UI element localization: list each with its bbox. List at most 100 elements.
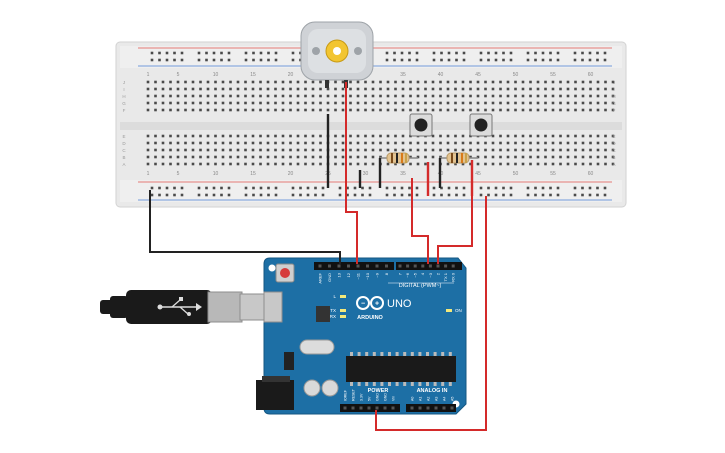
- digital-pin-label: ~10: [365, 272, 370, 280]
- column-label: 60: [588, 72, 594, 78]
- column-label: 10: [213, 171, 219, 177]
- resistor-2[interactable]: [440, 152, 478, 164]
- row-label: G: [122, 101, 126, 106]
- digital-pin-label: 2: [435, 272, 440, 275]
- svg-text:+: +: [375, 301, 379, 308]
- column-label: 55: [550, 72, 556, 78]
- wire-red-button-1[interactable]: [411, 178, 429, 264]
- analog-pin-label: A4: [442, 397, 446, 401]
- row-label: D: [612, 141, 616, 146]
- power-header-label: POWER: [368, 388, 389, 394]
- arduino-model-label: UNO: [387, 298, 412, 310]
- breadboard-jumpers[interactable]: [326, 114, 474, 196]
- column-label: 30: [363, 171, 369, 177]
- column-label: 20: [288, 171, 294, 177]
- row-label: H: [612, 94, 615, 99]
- wire-black-ground[interactable]: [149, 190, 341, 264]
- analog-header-label: ANALOG IN: [417, 388, 448, 394]
- wire-red-5v[interactable]: [375, 196, 487, 431]
- digital-pin-label: GND: [327, 273, 332, 282]
- push-button-2[interactable]: [469, 113, 493, 137]
- row-label: A: [612, 162, 615, 167]
- column-label: 55: [550, 171, 556, 177]
- digital-pin-label: 7: [397, 272, 402, 275]
- status-leds: L TX RX ON: [330, 294, 462, 319]
- digital-pin-label: ~6: [405, 272, 410, 277]
- power-pin-label: 3.3V: [359, 393, 363, 401]
- digital-pin-label: ~11: [355, 272, 360, 279]
- power-jack[interactable]: [256, 376, 294, 410]
- column-label: 35: [400, 72, 406, 78]
- breadboard[interactable]: 151015202530354045505560 151015202530354…: [115, 41, 627, 208]
- power-pin-label: Vin: [391, 396, 395, 401]
- row-label: B: [612, 155, 615, 160]
- arduino-logo: − +: [356, 296, 384, 310]
- row-label: G: [612, 101, 616, 106]
- atmega-chip: [346, 352, 456, 386]
- column-label: 5: [177, 171, 180, 177]
- usb-icon: [157, 297, 202, 316]
- analog-pin-label: A5: [450, 397, 454, 401]
- column-label: 40: [438, 72, 444, 78]
- analog-pin-label: A1: [418, 397, 422, 401]
- column-labels-top: 151015202530354045505560: [147, 72, 594, 78]
- digital-pin-label: TX 1: [443, 272, 448, 281]
- bottom-power-rail: [138, 181, 612, 201]
- analog-header[interactable]: [406, 404, 456, 412]
- digital-pin-label: ~3: [428, 272, 433, 277]
- row-label: H: [122, 94, 125, 99]
- digital-pin-label: 12: [346, 272, 351, 277]
- analog-pin-label: A3: [434, 397, 438, 401]
- digital-header-label: DIGITAL (PWM~): [399, 283, 442, 289]
- column-label: 45: [475, 171, 481, 177]
- row-label: E: [612, 134, 615, 139]
- row-label: B: [122, 155, 125, 160]
- row-label: C: [122, 148, 126, 153]
- push-button-1[interactable]: [409, 113, 433, 137]
- terminal-strip-holes: [146, 80, 615, 166]
- row-label: A: [122, 162, 125, 167]
- row-label: F: [123, 108, 126, 113]
- power-pin-label: GND: [375, 393, 379, 401]
- jumper-wires[interactable]: [149, 82, 487, 431]
- column-label: 60: [588, 171, 594, 177]
- row-label: J: [613, 80, 615, 85]
- digital-pin-label: RX 0: [451, 272, 456, 282]
- column-label: 35: [400, 171, 406, 177]
- digital-pin-label: 13: [336, 272, 341, 277]
- dc-motor[interactable]: [300, 21, 374, 88]
- row-label: I: [123, 87, 124, 92]
- power-header[interactable]: [340, 404, 400, 412]
- column-label: 10: [213, 72, 219, 78]
- resistor-1[interactable]: [380, 152, 418, 164]
- row-label: I: [613, 87, 614, 92]
- power-pin-labels: IOREF RESET 3.3V 5V GND GND Vin: [343, 388, 395, 401]
- power-pin-label: GND: [383, 393, 387, 401]
- usb-cable[interactable]: [100, 290, 281, 324]
- power-pin-label: RESET: [351, 388, 355, 401]
- wire-red-button-2[interactable]: [437, 196, 473, 264]
- led-label-l: L: [333, 294, 336, 299]
- analog-pin-label: A0: [410, 397, 414, 401]
- power-pin-label: 5V: [367, 396, 371, 401]
- row-label: F: [613, 108, 616, 113]
- digital-pin-label: AREF: [317, 272, 322, 283]
- column-label: 5: [177, 72, 180, 78]
- row-label: C: [612, 148, 616, 153]
- column-label: 20: [288, 72, 294, 78]
- power-pin-label: IOREF: [343, 389, 347, 401]
- digital-header[interactable]: [314, 262, 462, 270]
- row-label: J: [123, 80, 125, 85]
- digital-pin-label: 8: [384, 272, 389, 275]
- row-label: E: [122, 134, 125, 139]
- led-label-tx: TX: [330, 308, 336, 313]
- wire-red-motor[interactable]: [345, 82, 358, 264]
- column-label: 15: [250, 171, 256, 177]
- column-label: 50: [513, 72, 519, 78]
- reset-button[interactable]: [275, 263, 295, 283]
